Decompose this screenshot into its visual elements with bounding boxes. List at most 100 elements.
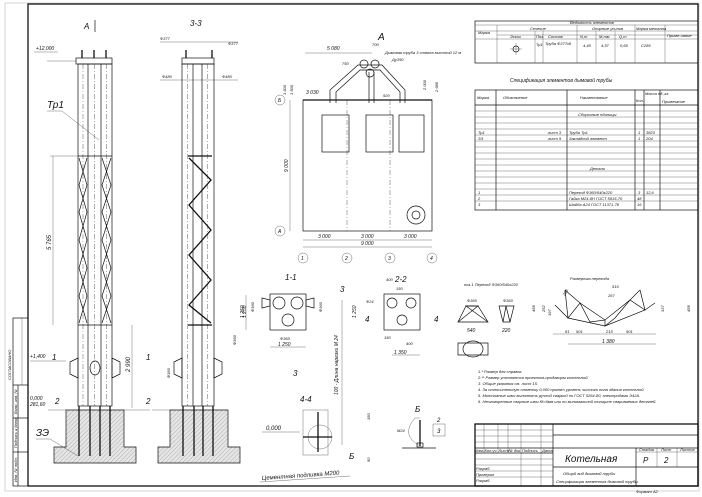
unfold-dim-3: 215 (605, 329, 613, 334)
spec-row-doc: лист 9 (547, 136, 562, 141)
spec-group-details: Детали (589, 166, 606, 171)
axis-2: 2 (344, 256, 348, 262)
plan-view-label: А (377, 32, 385, 43)
side-stamp: СОГЛАСОВАНО Взам. инв. № Подпись и дата … (7, 317, 29, 487)
col-mark: Марка (478, 30, 491, 35)
elements-schedule: Ведомость элементов Марка Сечение Эскиз … (474, 20, 699, 64)
foundation-a (53, 409, 137, 464)
elev-zero: 0,000 (30, 396, 43, 402)
sec44-50: 50 (366, 457, 371, 462)
col-n: N,т (580, 34, 588, 39)
row-q: 0,65 (620, 43, 629, 48)
spec-row-mark: 1 (478, 190, 480, 195)
sketch-symbol (510, 43, 522, 55)
section-11-title: 1-1 (285, 273, 297, 282)
unfold-top: 516 (612, 284, 619, 289)
dim-1600: 1 600 (282, 84, 287, 95)
spec-group-assemblies: Сборочные единицы (578, 112, 617, 117)
tb-stage: Р (643, 456, 649, 465)
unfold-a: 252 (541, 305, 546, 313)
tb-stage-label: Стадия (639, 447, 655, 452)
sec22-bolt: Ф24 (366, 299, 374, 304)
spec-title: Спецификация элементов дымовой трубы (510, 77, 613, 84)
unfold-b: 197 (547, 309, 552, 316)
dim-3030: 3 030 (306, 90, 319, 96)
grout-label: Цементная подливка М200 (262, 471, 341, 482)
d-top-right: Ф377 (228, 41, 239, 46)
spec-row-name: Гайка М24-6Н ГОСТ 5915-70 (569, 196, 623, 201)
tb-sheet-label: Лист (660, 447, 672, 452)
section-22-title: 2-2 (394, 275, 407, 284)
note-6: 6. Неоговоренные сварные швы Кf=6мм или … (478, 399, 657, 404)
note-2: 2.** Размер уточняется проектом-продавцо… (477, 375, 589, 380)
axis-b: Б (278, 98, 282, 104)
unfold-h-left: 458 (531, 305, 536, 312)
view-a-label: А (83, 22, 89, 31)
foundation-3-3 (157, 409, 241, 464)
section-mark-2-right: 2 (145, 397, 151, 406)
note-3: 3. Общие указания см. лист 15. (478, 381, 538, 386)
spec-row: 2 Гайка М24-6Н ГОСТ 5915-70 48 (477, 196, 642, 201)
spec-row-qty: 16 (637, 202, 642, 207)
spec-row-name: Шайба А24 ГОСТ 11371-78 (569, 202, 620, 207)
sec11-height: 1 250 (242, 305, 248, 318)
col-note: Приме-чание (667, 33, 692, 38)
elev-mid: +1,400 (30, 354, 46, 360)
spec-row: ЗЭ лист 9 Закладной элемент 1 204 (478, 136, 653, 141)
spec-row-qty: 1 (638, 136, 640, 141)
dim-2680: 2 680 (434, 81, 439, 93)
col-sketch: Эскиз (510, 34, 521, 39)
vz-inv-label: Взам. инв. № (13, 389, 18, 414)
spec-col-name: Наименование (580, 95, 608, 100)
dim-700: 700 (372, 42, 379, 47)
pipe-mark-tp1: Тр1 (47, 100, 64, 111)
thread-length: 100 - Длина нарезки М 24 (334, 335, 340, 395)
section-mark-1-right: 1 (146, 353, 150, 362)
section-4-4: 4-4 0,000 100 - Длина нарезки М 24 150 5… (259, 300, 371, 483)
sec11-width: 1 250 (278, 342, 291, 348)
tb-role-3: Разраб. (476, 478, 490, 483)
inner-frame (27, 3, 699, 487)
tb-col-list: Лист (498, 448, 510, 453)
tb-sheets-label: Листов (679, 447, 695, 452)
transition-d1: Ф360 (467, 298, 478, 303)
spec-row-mark: 3 (478, 202, 481, 207)
transition-w2: 220 (501, 328, 511, 334)
view-33-label: 3-3 (190, 19, 202, 28)
sign-date-label: Подпись и дата (13, 417, 18, 448)
detail-b-pos-3: 3 (437, 429, 441, 435)
spec-col-mark: Марка (477, 95, 490, 100)
d-out-right: Ф480 (222, 74, 233, 79)
axis-3: 3 (388, 256, 391, 262)
dim-1250: 1 250 (240, 305, 246, 318)
spec-row-qty: 48 (637, 196, 642, 201)
col-comp: Состав (548, 34, 563, 39)
axis-1: 1 (301, 256, 304, 262)
tb-col-sign: Подпись (522, 448, 538, 453)
spec-row: 3 Шайба А24 ГОСТ 11371-78 16 (478, 202, 642, 207)
section-1-1: 1-1 Ф360 Ф360 Ф360 1 250 1 250 3 3 (242, 273, 345, 378)
transition-w1: 540 (467, 328, 476, 334)
cut-3-top: 3 (340, 285, 345, 294)
d-mid-right: Ф360 (232, 334, 237, 345)
row-steel: С285 (641, 43, 651, 48)
unfold-h-right: 458 (686, 305, 691, 312)
transition-detail: поз.1 Переход Ф360/540х220 Ф360 Ф360 540… (457, 282, 519, 358)
transition-unfolding: Развертка перехода 516 267 458 252 197 2… (531, 276, 691, 345)
section-mark-1-left: 1 (52, 353, 56, 362)
bay-dim-2: 3 000 (361, 234, 374, 240)
spec-row-mark: Тр1 (478, 130, 485, 135)
tb-format: Формат А2 (636, 489, 659, 494)
tower-view-a: А +12,000 Тр1 5 765 2 990 +1,400 1 1 0,0… (29, 20, 151, 464)
spec-row-qty: 1 (638, 130, 640, 135)
section-mark-2-left: 2 (54, 397, 60, 406)
du-label: Ду350 (391, 57, 404, 62)
detail-b-callout: Б (349, 452, 354, 461)
dim-5765: 5 765 (47, 234, 53, 250)
unfold-dim-1: 81 (565, 329, 569, 334)
spec-col-qty: Кол. (636, 98, 644, 103)
grid-axes: 1 2 3 4 А Б (274, 94, 438, 264)
unfold-title: Развертка перехода (570, 276, 610, 281)
bay-dim-1: 3 000 (318, 234, 331, 240)
